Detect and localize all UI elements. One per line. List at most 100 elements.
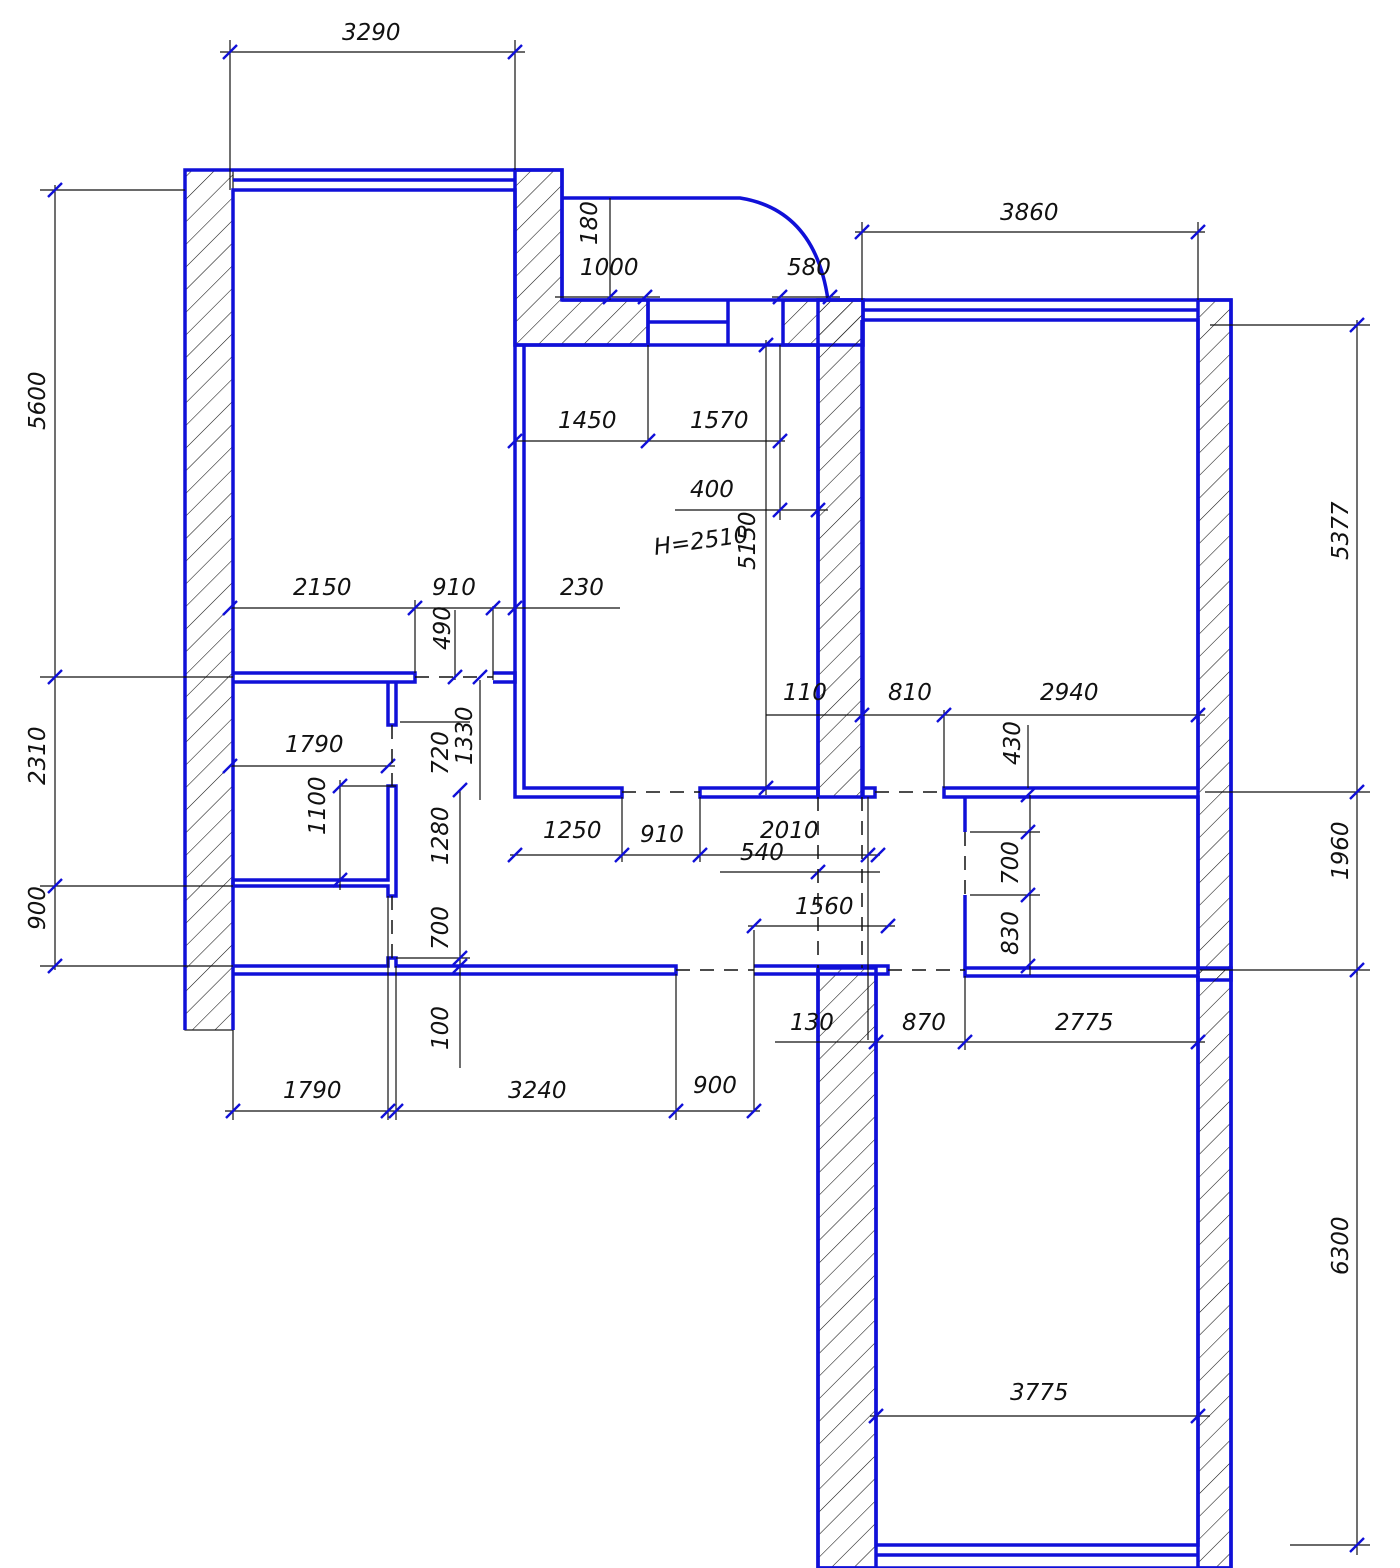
dimension-tick xyxy=(640,433,656,449)
middle-vertical-wall xyxy=(816,298,865,799)
dimension-tick xyxy=(602,289,618,305)
dimension-tick xyxy=(225,1103,241,1119)
dimension-tick xyxy=(388,1103,404,1119)
partition-4 xyxy=(231,784,398,898)
dimension-label: 910 xyxy=(432,575,476,601)
dimension-tick xyxy=(758,780,774,796)
dimension-label: 1960 xyxy=(1328,821,1354,880)
dimension-label: 700 xyxy=(428,906,454,950)
dimension-tick xyxy=(1349,962,1365,978)
partition-2 xyxy=(386,682,398,727)
dimension-tick xyxy=(614,847,630,863)
dimension-label: 130 xyxy=(790,1010,834,1036)
central-room-outline xyxy=(515,343,820,797)
right-outer-wall-lower xyxy=(1196,966,1233,1568)
dim-400 xyxy=(675,345,828,520)
dimension-tick xyxy=(1349,317,1365,333)
dimension-label: 1790 xyxy=(283,1078,342,1104)
dimension-lines xyxy=(40,40,1370,1555)
dimension-label: 2940 xyxy=(1040,680,1099,706)
dimension-label: 2150 xyxy=(293,575,352,601)
left-outer-wall xyxy=(184,169,234,1031)
dimension-label: 2310 xyxy=(25,726,51,785)
dimension-label: 1330 xyxy=(452,706,478,765)
dimension-tick xyxy=(868,1408,884,1424)
dimension-label: 1570 xyxy=(690,408,749,434)
dimension-tick xyxy=(1020,887,1036,903)
dimension-tick xyxy=(868,1034,884,1050)
dimension-tick xyxy=(507,600,523,616)
dimension-tick xyxy=(485,600,501,616)
dim-540 xyxy=(720,797,880,1040)
middle-window xyxy=(646,300,730,345)
dimension-label: 3775 xyxy=(1010,1380,1069,1406)
lower-right-room xyxy=(816,968,1231,1568)
dimension-tick xyxy=(637,289,653,305)
dimension-label: 900 xyxy=(25,886,51,930)
dimension-tick xyxy=(772,502,788,518)
dimension-label: 2775 xyxy=(1055,1010,1114,1036)
dimension-label: 430 xyxy=(1000,721,1026,765)
dim-110-810-2940 xyxy=(766,710,1205,788)
dimension-label: 490 xyxy=(430,606,456,650)
dimension-tick xyxy=(447,669,463,685)
dimension-tick xyxy=(1190,224,1206,240)
dimension-tick xyxy=(452,950,468,966)
right-upper-room-left xyxy=(860,320,877,799)
dimension-label: 810 xyxy=(888,680,932,706)
dimension-label: 180 xyxy=(577,201,603,245)
dimension-tick xyxy=(957,1034,973,1050)
dimension-tick xyxy=(1190,1408,1206,1424)
dimension-ticks xyxy=(47,44,1365,1553)
dim-1100 xyxy=(339,780,396,890)
dimension-label: 1280 xyxy=(428,806,454,865)
dimension-label: 910 xyxy=(640,822,684,848)
dimension-tick xyxy=(507,433,523,449)
dimension-tick xyxy=(1020,958,1036,974)
dimension-tick xyxy=(870,847,886,863)
dim-1280-700 xyxy=(396,790,470,1068)
load-bearing-walls xyxy=(184,168,1233,1568)
dim-1450-1570 xyxy=(515,345,785,442)
dimension-tick xyxy=(1190,707,1206,723)
dimension-label: 1450 xyxy=(558,408,617,434)
dimension-label: 540 xyxy=(740,840,784,866)
dimension-tick xyxy=(452,782,468,798)
dim-1000 xyxy=(555,198,660,300)
dim-130-870-2775 xyxy=(775,976,1205,1050)
left-room-inner xyxy=(231,188,517,1030)
dim-left-5600 xyxy=(40,185,233,970)
dimension-label: 5377 xyxy=(1328,501,1354,560)
dimension-tick xyxy=(47,878,63,894)
right-outer-wall-upper xyxy=(1196,298,1233,982)
dimension-tick xyxy=(936,707,952,723)
dimension-tick xyxy=(380,1103,396,1119)
dimension-tick xyxy=(472,669,488,685)
right-upper-room xyxy=(862,298,1233,1568)
dimension-label: 2010 xyxy=(760,818,819,844)
central-room-bottom xyxy=(698,786,820,799)
dimension-label: 100 xyxy=(428,1006,454,1050)
dimension-label: 1790 xyxy=(285,732,344,758)
dimension-tick xyxy=(332,872,348,888)
dimension-label: 1100 xyxy=(305,776,331,835)
dimension-label: 1000 xyxy=(580,255,639,281)
door-openings xyxy=(391,676,966,971)
dimension-tick xyxy=(746,1103,762,1119)
dimension-tick xyxy=(47,669,63,685)
dimension-tick xyxy=(692,847,708,863)
dimension-tick xyxy=(1349,1537,1365,1553)
dimension-tick xyxy=(880,918,896,934)
dimension-label: 700 xyxy=(998,841,1024,885)
dimension-tick xyxy=(810,502,826,518)
dimension-tick xyxy=(854,224,870,240)
dimension-label: 870 xyxy=(902,1010,946,1036)
dim-1560 xyxy=(748,925,895,1110)
dimension-tick xyxy=(1349,784,1365,800)
wall-outlines xyxy=(183,168,1233,1568)
dimension-label: 6300 xyxy=(1328,1216,1354,1275)
dimension-tick xyxy=(452,958,468,974)
dimension-tick xyxy=(772,289,788,305)
dim-2150 xyxy=(230,600,620,673)
